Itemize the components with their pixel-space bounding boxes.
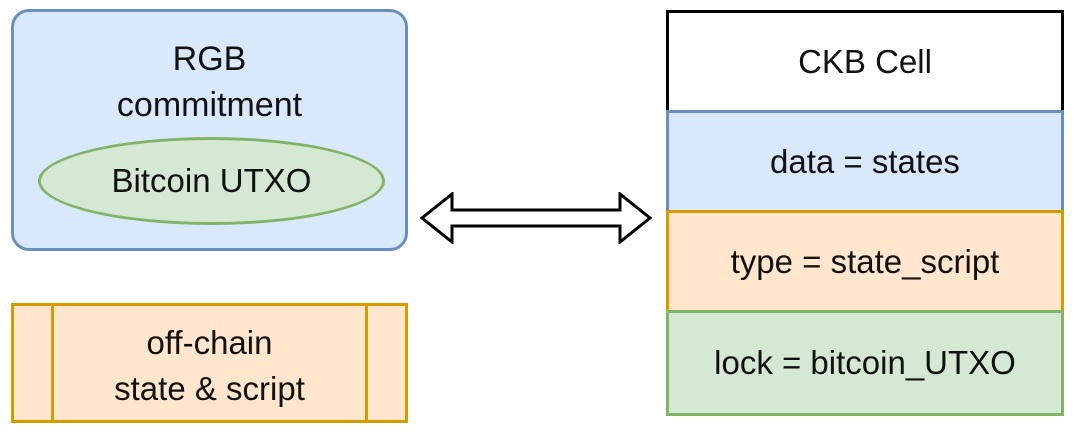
- offchain-right-divider: [365, 306, 368, 420]
- ckb-cell-type-label: type = state_script: [730, 242, 1000, 280]
- offchain-line1: off-chain: [146, 324, 273, 361]
- rgb-commitment-title: RGB commitment: [14, 36, 405, 128]
- bidirectional-arrow: [420, 192, 652, 244]
- ckb-cell-data-row: data = states: [666, 110, 1064, 213]
- offchain-label: off-chain state & script: [54, 320, 365, 412]
- rgb-commitment-box: RGB commitment Bitcoin UTXO: [11, 9, 408, 251]
- rgb-title-line2: commitment: [116, 86, 303, 124]
- offchain-left-divider: [51, 306, 54, 420]
- ckb-cell: CKB Cell data = states type = state_scri…: [666, 10, 1064, 416]
- ckb-cell-lock-label: lock = bitcoin_UTXO: [714, 344, 1016, 381]
- offchain-state-script-box: off-chain state & script: [11, 303, 408, 423]
- ckb-cell-title: CKB Cell: [798, 42, 932, 80]
- bitcoin-utxo-ellipse: Bitcoin UTXO: [38, 137, 385, 225]
- bitcoin-utxo-label: Bitcoin UTXO: [111, 162, 312, 199]
- ckb-cell-data-label: data = states: [770, 142, 960, 180]
- offchain-line2: state & script: [114, 370, 305, 407]
- rgb-title-line1: RGB: [172, 40, 247, 78]
- ckb-cell-type-row: type = state_script: [666, 210, 1064, 313]
- ckb-cell-header: CKB Cell: [666, 10, 1064, 113]
- ckb-cell-lock-row: lock = bitcoin_UTXO: [666, 310, 1064, 416]
